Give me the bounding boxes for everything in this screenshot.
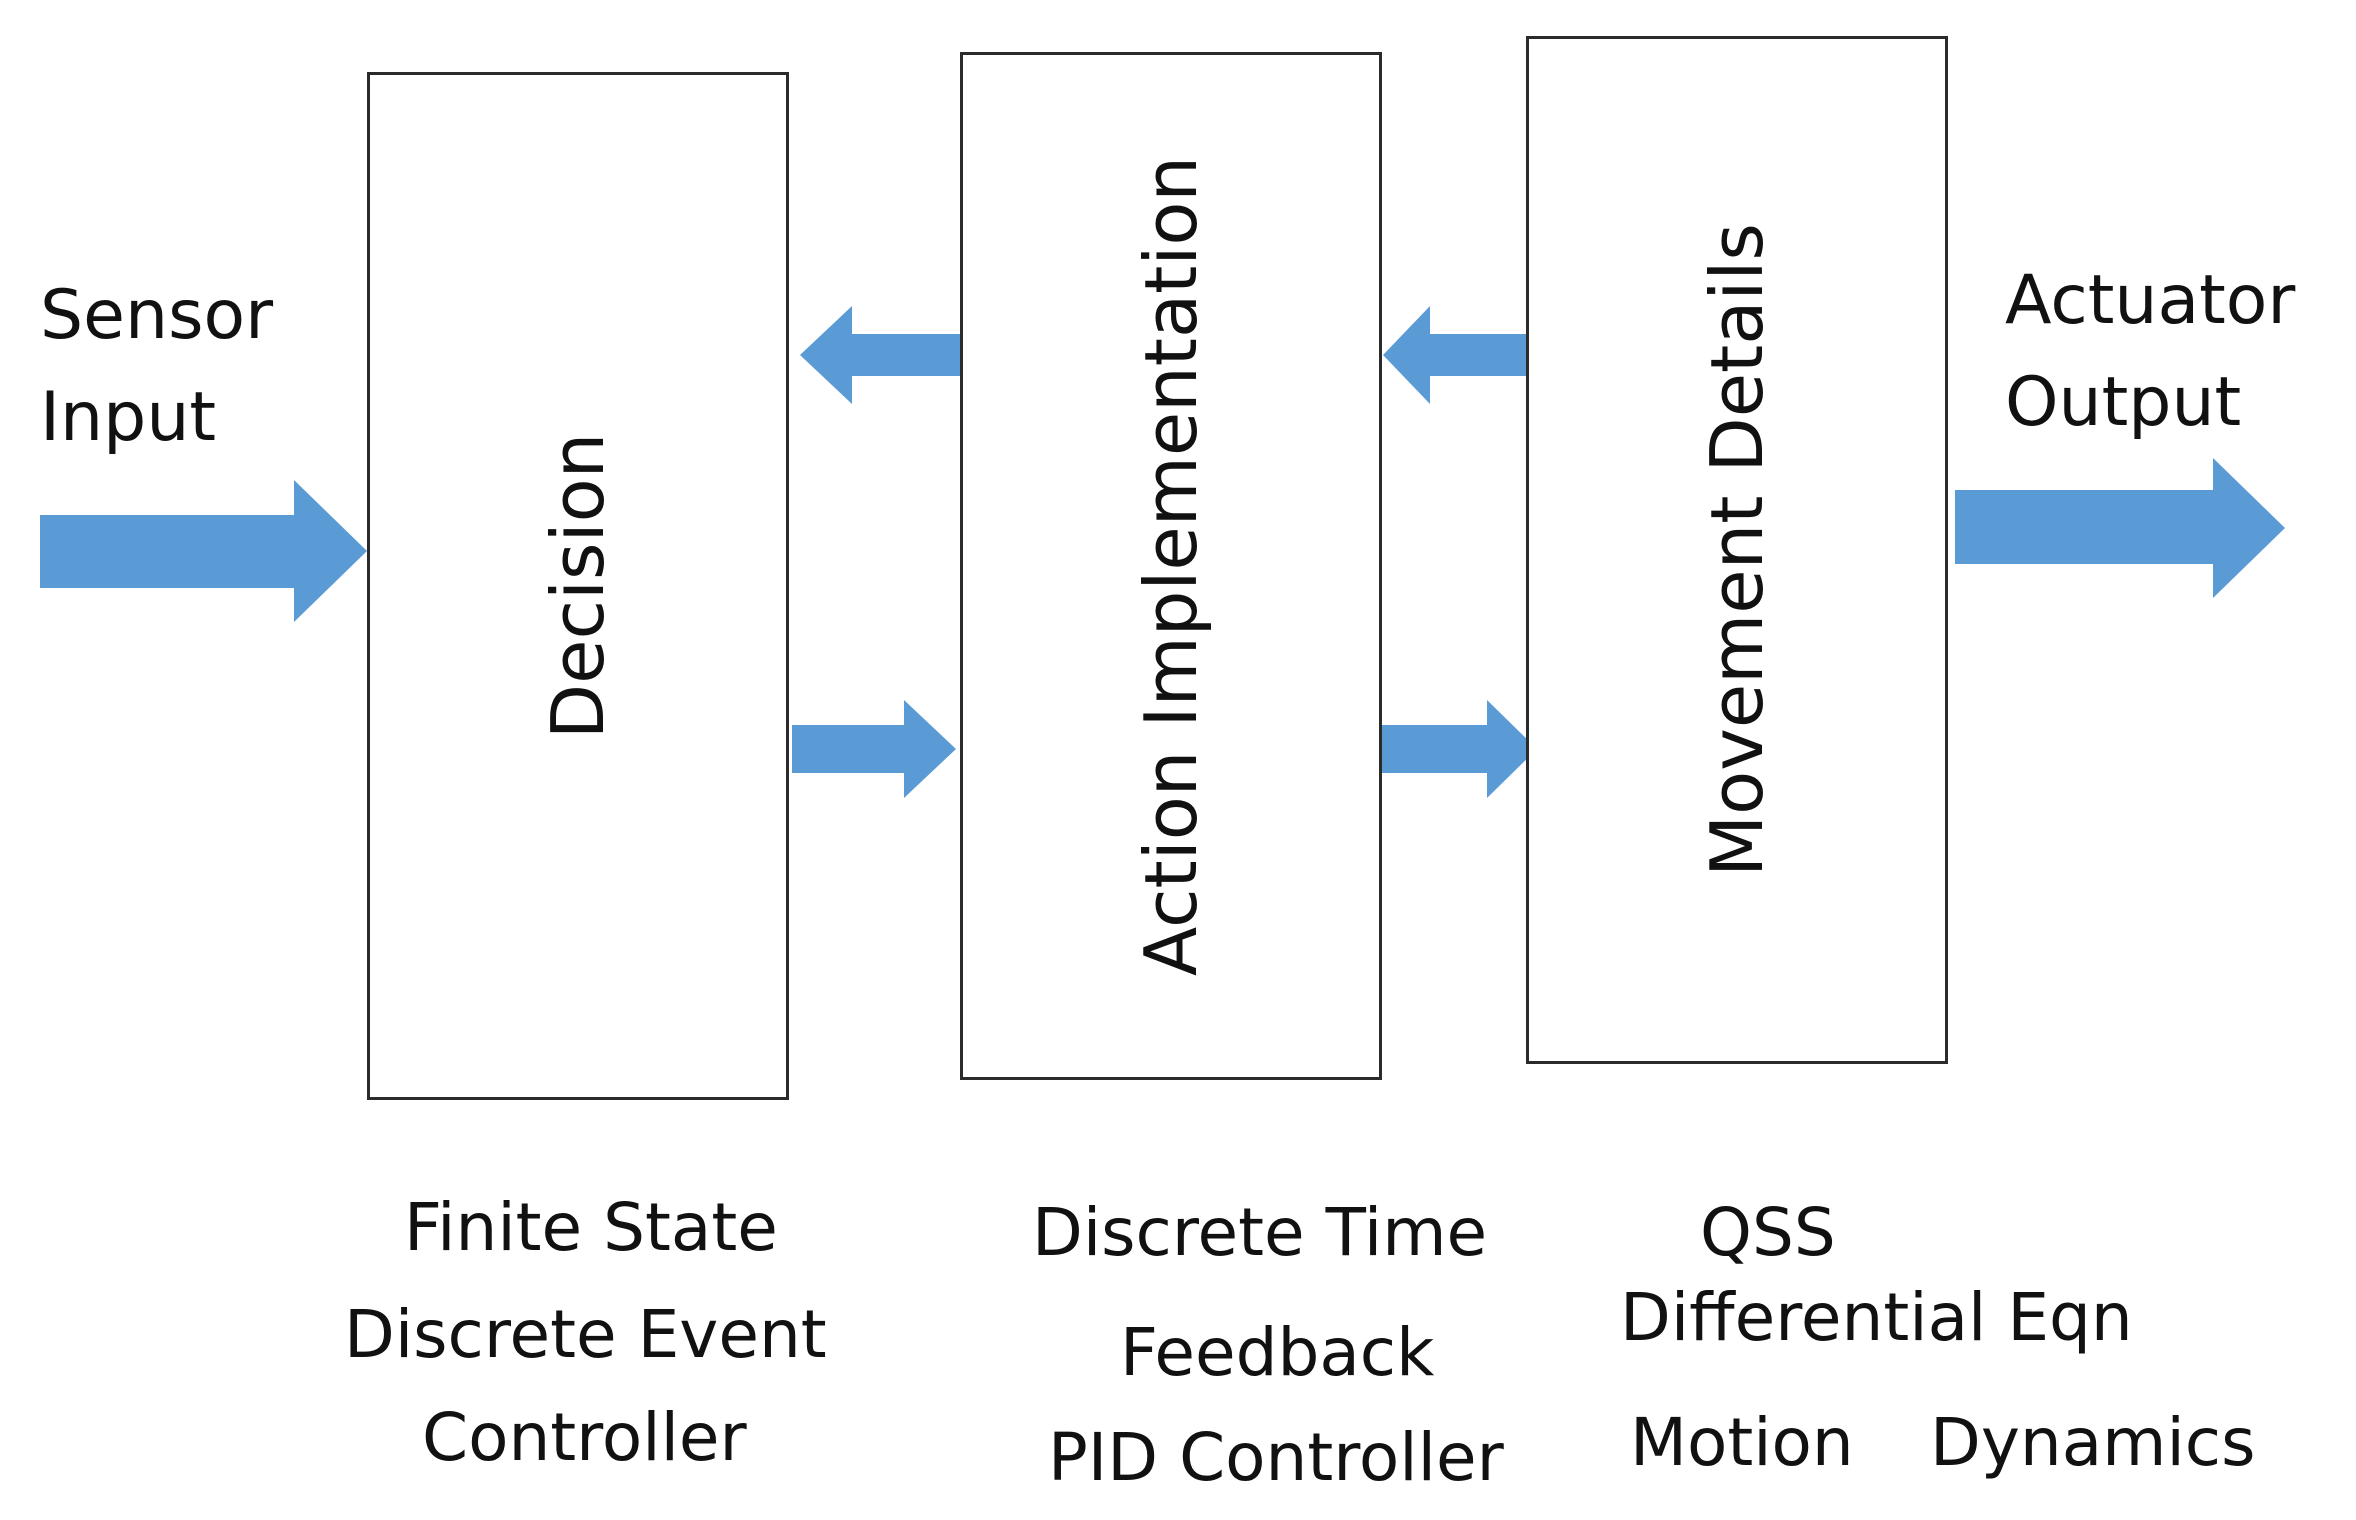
movement-caption-line4: Dynamics [1930,1404,2256,1481]
action-caption-line2: Feedback [1120,1314,1435,1391]
actuator-output-line2: Output [2005,363,2242,442]
action-implementation-block: Action Implementation [960,52,1382,1080]
decision-caption-line1: Finite State [404,1189,778,1266]
actuator-output-arrow [1955,458,2285,598]
action-caption-line1: Discrete Time [1032,1194,1488,1271]
actuator-output-line1: Actuator [2005,261,2296,340]
action-caption-line3: PID Controller [1048,1419,1504,1496]
action-to-decision-arrow [800,306,962,404]
sensor-input-line2: Input [40,378,217,457]
movement-details-block-label: Movement Details [1695,223,1779,877]
sensor-input-label: Sensor Input [40,265,273,469]
action-implementation-block-label: Action Implementation [1129,155,1213,977]
sensor-input-line1: Sensor [40,276,274,355]
movement-caption-line1: QSS [1700,1194,1836,1271]
decision-to-action-arrow [792,700,956,798]
decision-caption-line3: Controller [422,1399,747,1476]
decision-block: Decision [367,72,789,1100]
movement-caption-line3: Motion [1630,1404,1854,1481]
decision-caption-line2: Discrete Event [344,1296,827,1373]
movement-to-action-arrow [1383,306,1545,404]
actuator-output-label: Actuator Output [2005,250,2295,454]
movement-caption-line2: Differential Eqn [1620,1279,2133,1356]
movement-details-block: Movement Details [1526,36,1948,1064]
decision-block-label: Decision [536,432,620,740]
action-to-movement-arrow [1375,700,1537,798]
sensor-input-arrow [40,480,367,622]
